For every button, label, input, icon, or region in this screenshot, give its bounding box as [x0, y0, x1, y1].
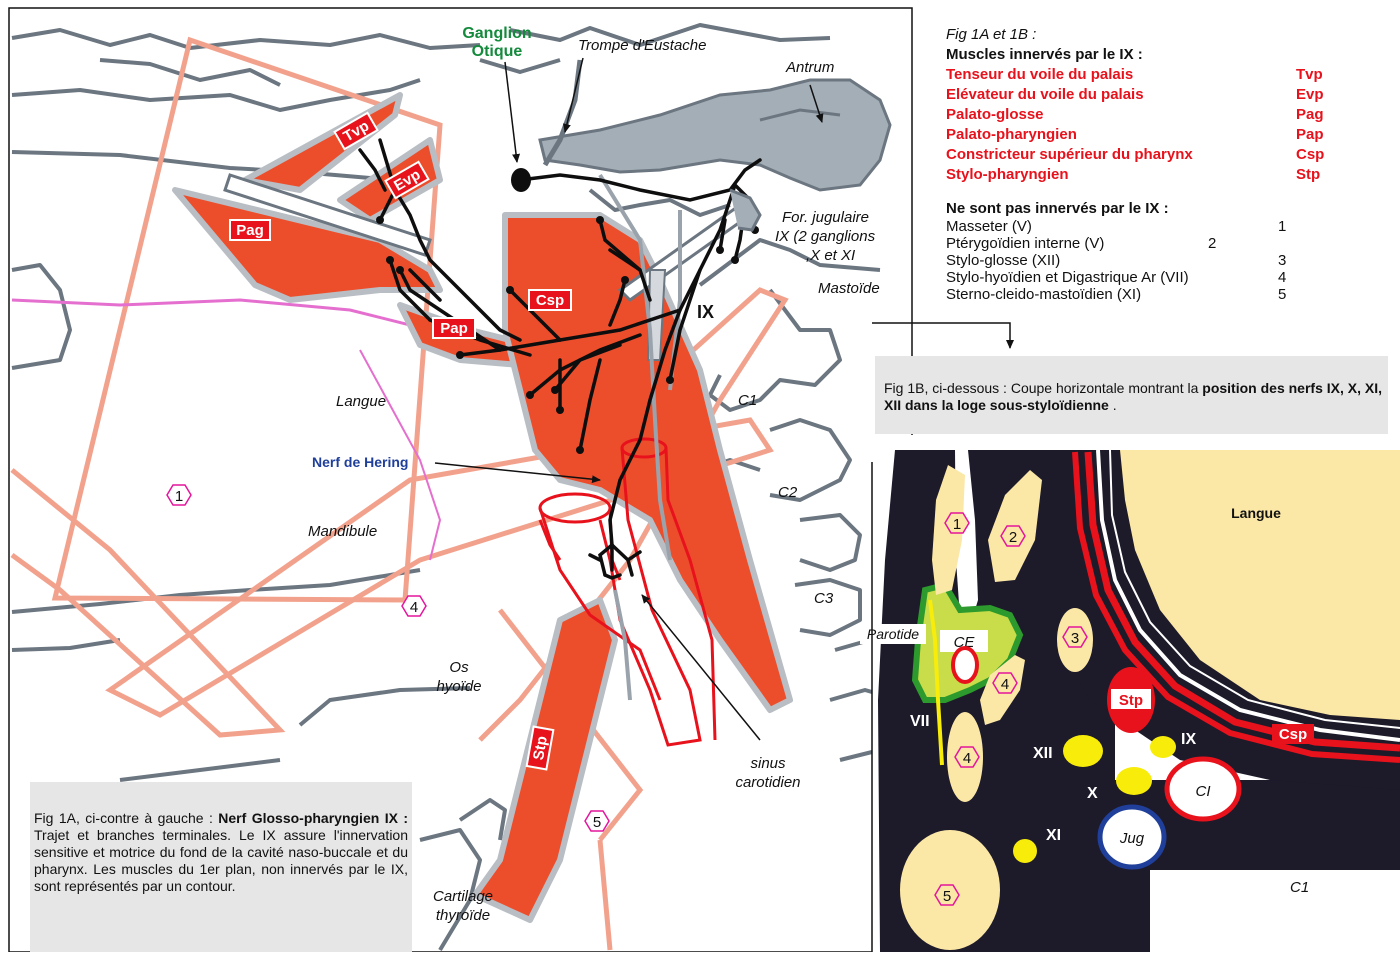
label-c2: C2	[778, 484, 798, 501]
svg-text:1: 1	[175, 488, 183, 505]
label-mandibule: Mandibule	[308, 523, 377, 540]
label-for-jug-3: ,X et XI	[806, 247, 855, 264]
legend-not-innervated-row: Ptérygoïdien interne (V)2	[946, 234, 1326, 251]
legend-innervated-title: Muscles innervés par le IX :	[946, 45, 1326, 65]
tag-pap: Pap	[440, 320, 468, 337]
label-ganglion-otique-2: Otique	[472, 43, 523, 60]
label-jug: Jug	[1119, 830, 1145, 847]
label-ci: CI	[1196, 783, 1211, 800]
label-trompe: Trompe d'Eustache	[578, 37, 706, 54]
label-c1: C1	[738, 392, 757, 409]
label-c3: C3	[814, 590, 834, 607]
muscle-tags: Tvp Evp Pag Csp Pap Stp	[230, 113, 571, 770]
antrum-shape	[540, 80, 890, 190]
label-vii: VII	[910, 713, 930, 730]
label-stp-1b: Stp	[1119, 692, 1143, 709]
fig1a-caption: Fig 1A, ci-contre à gauche : Nerf Glosso…	[30, 782, 412, 952]
label-for-jug-1: For. jugulaire	[782, 209, 869, 226]
label-ix-1b: IX	[1181, 731, 1196, 748]
label-x: X	[1087, 785, 1098, 802]
tag-csp: Csp	[536, 292, 564, 309]
legend: Fig 1A et 1B : Muscles innervés par le I…	[946, 25, 1326, 302]
label-ganglion-otique-1: Ganglion	[462, 25, 531, 42]
marker-1b-3: 3	[1071, 630, 1079, 647]
label-langue-1b: Langue	[1231, 505, 1281, 521]
label-antrum: Antrum	[785, 59, 834, 76]
label-sinus-1: sinus	[750, 755, 786, 772]
marker-1b-5: 5	[943, 888, 951, 905]
legend-not-innervated-row: Stylo-glosse (XII)3	[946, 251, 1326, 268]
label-cartilage-1: Cartilage	[433, 888, 493, 905]
label-mastoide: Mastoïde	[818, 280, 880, 297]
marker-5: 5	[585, 811, 609, 831]
legend-title: Fig 1A et 1B :	[946, 25, 1326, 45]
ganglion-otique	[511, 168, 531, 192]
label-nerf-hering: Nerf de Hering	[312, 454, 408, 470]
marker-1b-2: 2	[1009, 529, 1017, 546]
label-langue: Langue	[336, 393, 386, 410]
label-os-hyoide-2: hyoïde	[436, 678, 481, 695]
label-parotide: Parotide	[867, 626, 919, 642]
fig1b-diagram: CE Parotide Stp Csp CI	[860, 435, 1400, 952]
legend-not-innervated-title: Ne sont pas innervés par le IX :	[946, 199, 1326, 217]
marker-1b-4a: 4	[1001, 676, 1009, 693]
label-ix: IX	[697, 302, 714, 322]
label-os-hyoide-1: Os	[449, 659, 469, 676]
legend-not-innervated-row: Stylo-hyoïdien et Digastrique Ar (VII)4	[946, 268, 1326, 285]
label-c1-1b: C1	[1290, 879, 1309, 896]
label-cartilage-2: thyroïde	[436, 907, 490, 924]
legend-not-innervated-row: Sterno-cleido-mastoïdien (XI)5	[946, 285, 1326, 302]
svg-text:4: 4	[410, 599, 418, 616]
label-xii: XII	[1033, 745, 1053, 762]
marker-4: 4	[402, 596, 426, 616]
tag-pag: Pag	[236, 222, 264, 239]
marker-1b-1: 1	[953, 516, 961, 533]
marker-1: 1	[167, 485, 191, 505]
label-for-jug-2: IX (2 ganglions	[775, 228, 876, 245]
connector-arrow	[872, 323, 1010, 348]
legend-not-innervated-row: Masseter (V)1	[946, 217, 1326, 234]
label-csp-1b: Csp	[1279, 726, 1307, 743]
label-sinus-2: carotidien	[735, 774, 800, 791]
marker-1b-4b: 4	[963, 750, 971, 767]
svg-text:5: 5	[593, 814, 601, 831]
label-xi: XI	[1046, 827, 1061, 844]
fig1b-caption: Fig 1B, ci-dessous : Coupe horizontale m…	[875, 356, 1388, 434]
